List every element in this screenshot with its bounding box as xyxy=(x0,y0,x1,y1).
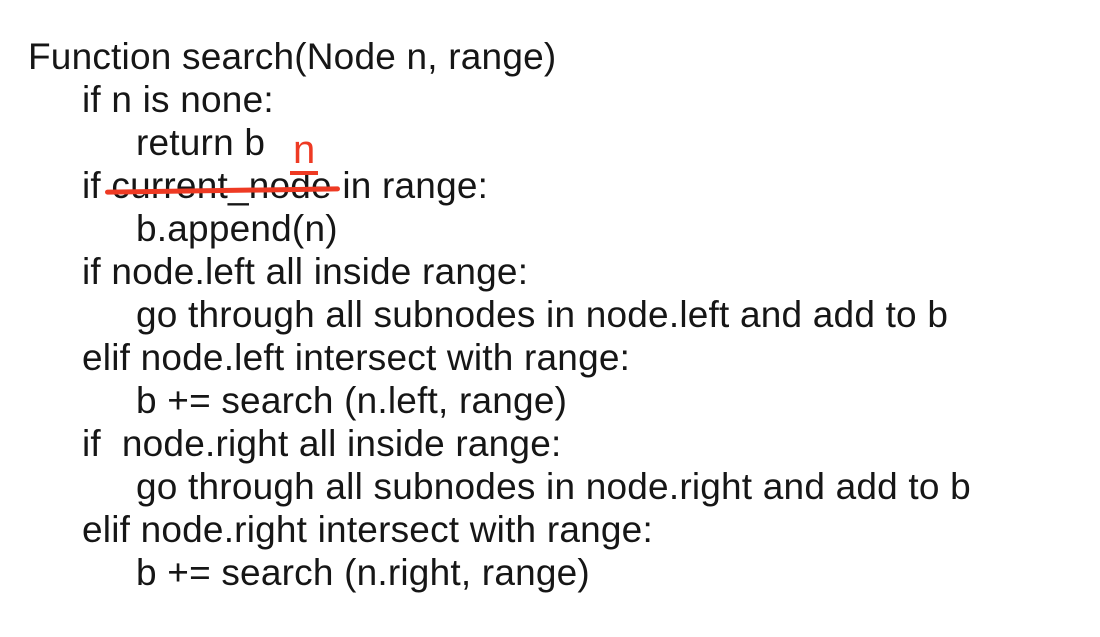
code-line-return-b: return b xyxy=(136,122,266,163)
code-line-left-subnodes: go through all subnodes in node.left and… xyxy=(136,294,949,335)
code-line-elif-right-intersect: elif node.right intersect with range: xyxy=(82,509,653,550)
code-line-search-right: b += search (n.right, range) xyxy=(136,552,590,593)
code-line-search-left: b += search (n.left, range) xyxy=(136,380,568,421)
edited-line-suffix: in range: xyxy=(331,165,489,206)
code-line-right-subnodes: go through all subnodes in node.right an… xyxy=(136,466,971,507)
correction-annotation-n: n xyxy=(290,130,319,175)
code-line-if-right-inside: if node.right all inside range: xyxy=(82,423,562,464)
pseudocode-block: Function search(Node n, range) if n is n… xyxy=(28,35,971,594)
edited-line-prefix: if xyxy=(82,165,112,206)
code-line-if-none: if n is none: xyxy=(82,79,274,120)
code-line-function-signature: Function search(Node n, range) xyxy=(28,36,557,77)
code-line-if-left-inside: if node.left all inside range: xyxy=(82,251,529,292)
code-line-b-append: b.append(n) xyxy=(136,208,338,249)
code-line-if-in-range-edited: if current_node in range: xyxy=(28,164,971,207)
code-line-elif-left-intersect: elif node.left intersect with range: xyxy=(82,337,631,378)
